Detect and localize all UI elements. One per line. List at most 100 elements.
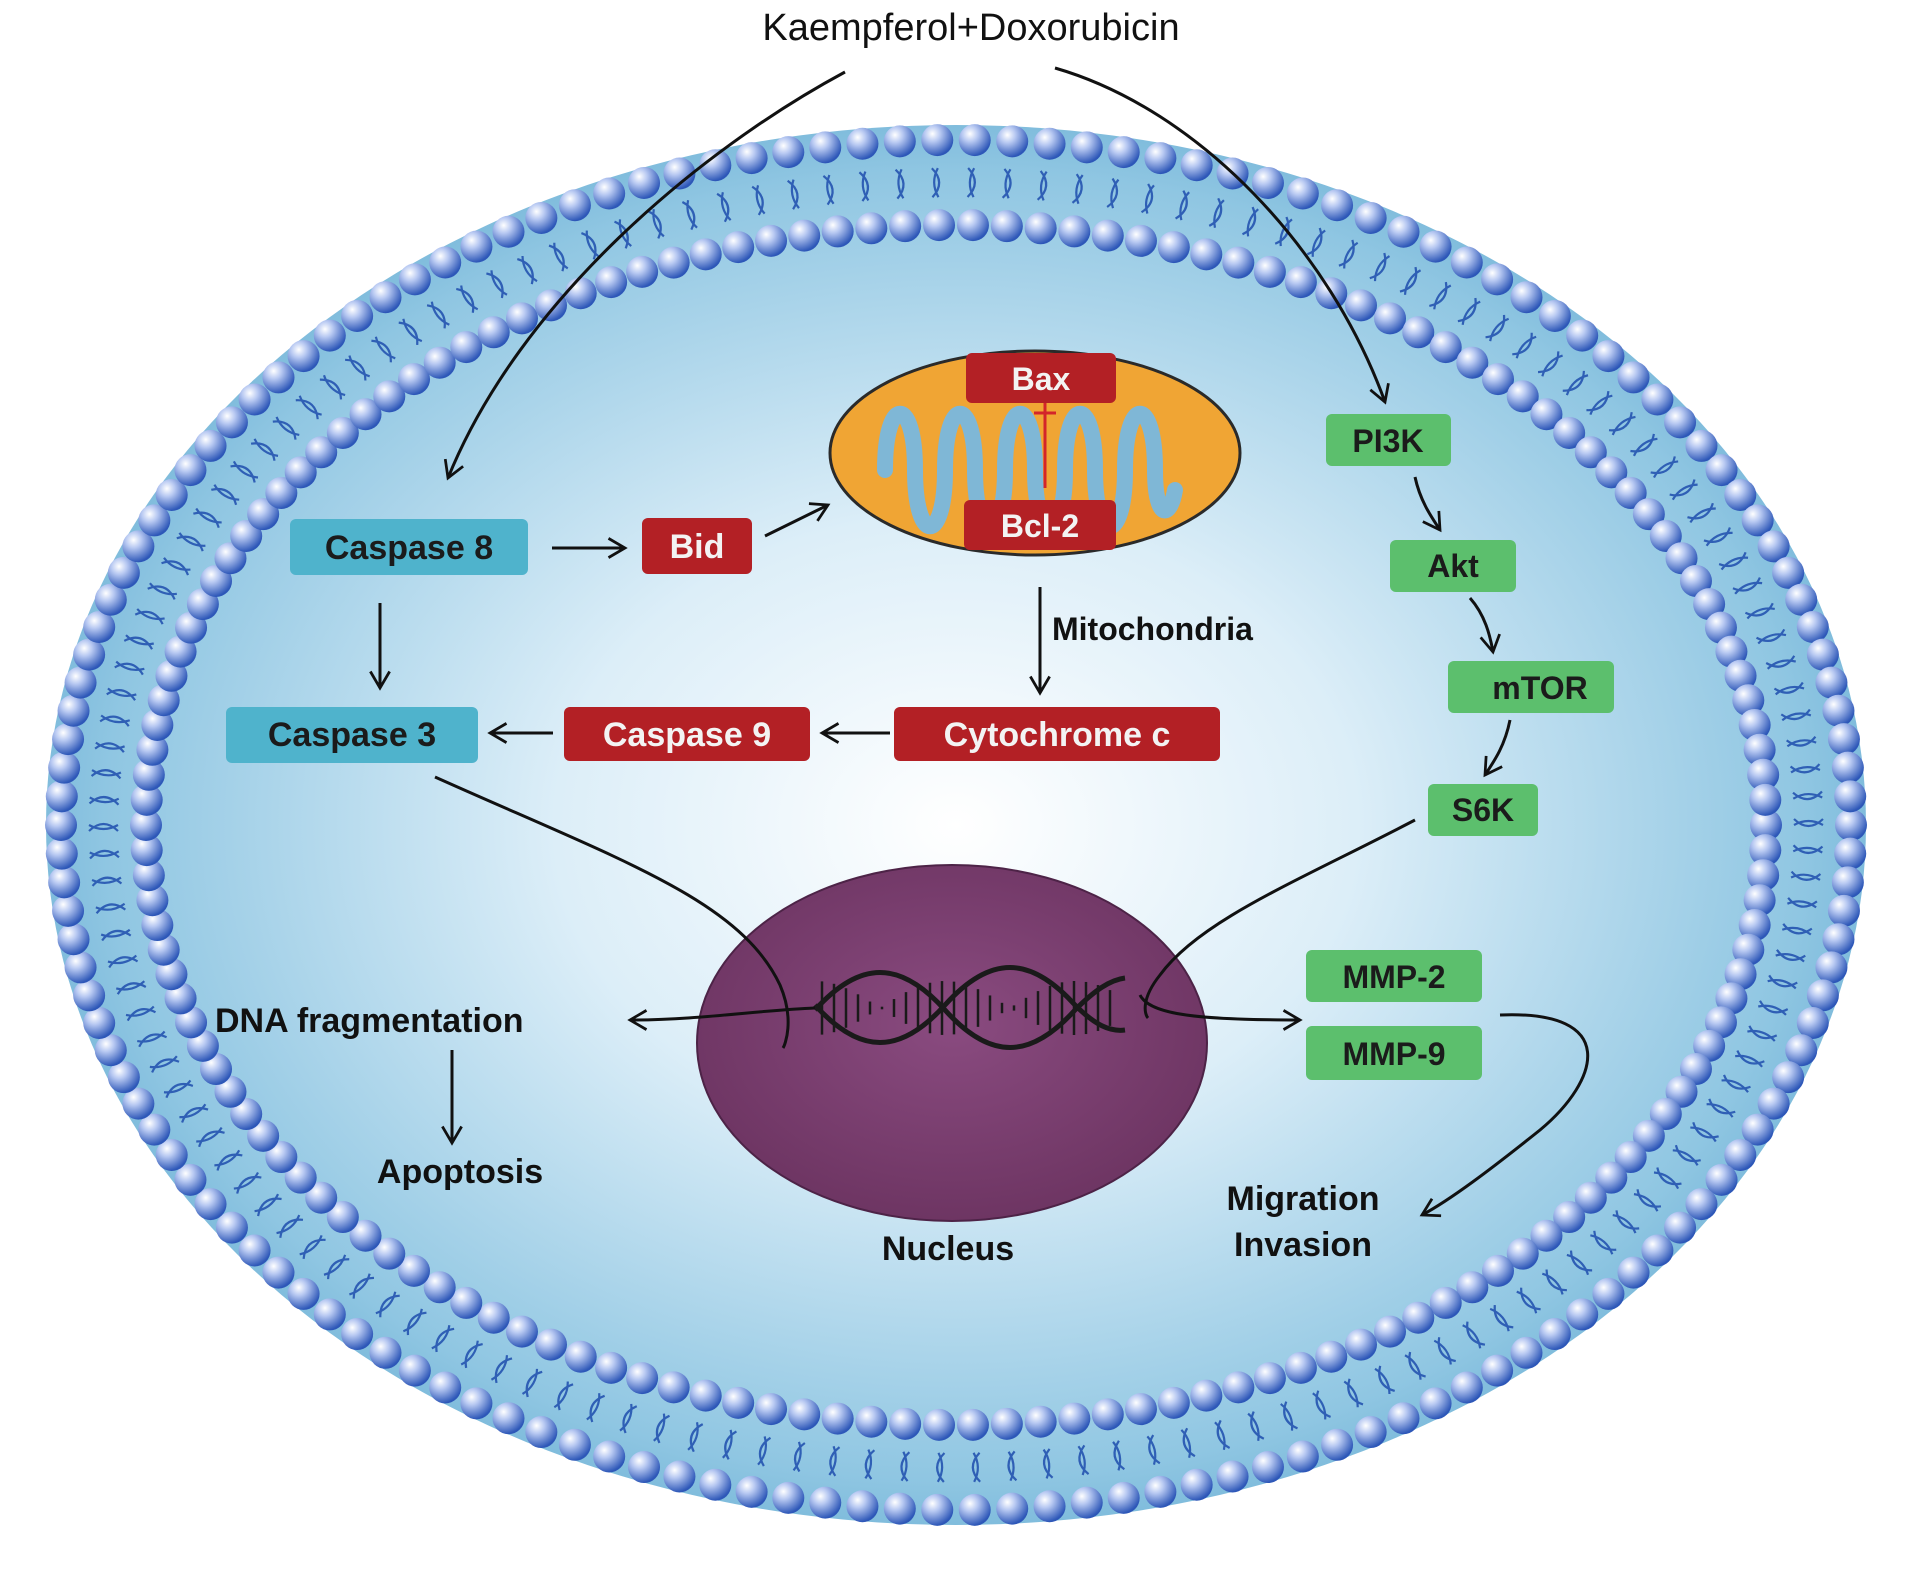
lipid-head — [1506, 1237, 1539, 1270]
lipid-head — [1456, 1271, 1489, 1304]
lipid-tail — [1001, 168, 1012, 199]
label-migration: Migration — [1227, 1180, 1380, 1218]
lipid-tail — [100, 928, 131, 938]
lipid-tail — [490, 1355, 509, 1381]
lipid-tail — [456, 287, 475, 313]
lipid-head — [821, 1402, 854, 1435]
lipid-head — [1741, 1113, 1774, 1146]
lipid-head — [1822, 694, 1855, 727]
lipid-tail — [792, 1441, 802, 1472]
lipid-head — [846, 127, 879, 160]
lipid-head — [107, 1061, 140, 1094]
lipid-tail — [1755, 628, 1786, 642]
lipid-head — [287, 340, 320, 373]
lipid-tail — [125, 634, 154, 646]
lipid-tail — [1373, 255, 1391, 282]
lipid-tail — [858, 171, 869, 202]
lipid-tail — [1793, 818, 1824, 828]
lipid-head — [423, 1271, 456, 1304]
lipid-tail — [1283, 1401, 1298, 1430]
lipid-tail — [1636, 1189, 1662, 1208]
cell-body — [46, 125, 1866, 1525]
lipid-tail — [686, 199, 698, 229]
lipid-head — [460, 230, 493, 263]
lipid-head — [990, 210, 1023, 243]
lipid-tail — [1537, 351, 1560, 374]
lipid-head — [64, 951, 97, 984]
lipid-tail — [1106, 177, 1119, 208]
lipid-head — [1743, 884, 1776, 917]
lipid-head — [1180, 1468, 1213, 1501]
lipid-tail — [1765, 655, 1796, 668]
lipid-head — [821, 215, 854, 248]
lipid-tail — [89, 796, 120, 804]
lipid-tail — [163, 557, 191, 571]
lipid-head — [1124, 224, 1157, 257]
lipid-tail — [1408, 1351, 1426, 1378]
lipid-head — [525, 1416, 558, 1449]
lipid-head — [1617, 361, 1650, 394]
lipid-tail — [91, 769, 122, 777]
node-mmp2: MMP-2 — [1306, 950, 1482, 1002]
lipid-head — [1180, 149, 1213, 182]
lipid-head — [595, 266, 628, 299]
lipid-head — [230, 519, 263, 552]
lipid-head — [1144, 1475, 1177, 1508]
lipid-tail — [348, 355, 371, 378]
lipid-tail — [936, 1452, 946, 1483]
lipid-tail — [720, 191, 732, 221]
lipid-tail — [181, 1107, 209, 1123]
lipid-head — [265, 476, 298, 509]
arrow-bid-to-mitochondrion — [764, 502, 831, 538]
lipid-tail — [1781, 926, 1812, 936]
lipid-tail — [786, 179, 799, 210]
lipid-head — [1679, 564, 1712, 597]
lipid-head — [1253, 1362, 1286, 1395]
lipid-tail — [123, 636, 153, 650]
lipid-head — [1144, 142, 1177, 175]
lipid-head — [460, 1387, 493, 1420]
lipid-head — [699, 1468, 732, 1501]
lipid-tail — [822, 175, 834, 206]
lipid-head — [477, 1301, 510, 1334]
lipid-tail — [435, 1327, 455, 1353]
lipid-tail — [647, 210, 662, 239]
lipid-head — [772, 136, 805, 169]
lipid-tail — [95, 741, 126, 750]
lipid-tail — [1077, 1445, 1086, 1476]
lipid-tail — [971, 1451, 981, 1483]
lipid-head — [1321, 1428, 1354, 1461]
arrow-pi3k-to-akt — [1413, 476, 1442, 533]
lipid-tail — [1747, 1029, 1776, 1042]
dna-helix-icon — [813, 965, 1126, 1050]
lipid-tail — [89, 850, 120, 858]
lipid-head — [492, 1402, 525, 1435]
lipid-tail — [95, 903, 127, 915]
lipid-head — [657, 246, 690, 279]
lipid-head — [595, 1351, 628, 1384]
lipid-tail — [1075, 174, 1084, 205]
lipid-tail — [101, 929, 132, 942]
lipid-head — [186, 1029, 219, 1062]
lipid-head — [1592, 340, 1625, 373]
lipid-head — [1685, 429, 1718, 462]
lipid-tail — [1566, 1253, 1590, 1276]
lipid-head — [1806, 638, 1839, 671]
lipid-tail — [323, 1254, 347, 1276]
lipid-head — [1815, 666, 1848, 699]
lipid-tail — [1692, 1121, 1719, 1139]
lipid-tail — [115, 980, 146, 991]
lipid-tail — [557, 1383, 574, 1411]
lipid-tail — [253, 438, 279, 457]
lipid-head — [1157, 231, 1190, 264]
lipid-tail — [1039, 170, 1048, 201]
lipid-tail — [1378, 1365, 1396, 1393]
lipid-tail — [1113, 1440, 1126, 1471]
arrow-drug-to-caspase8 — [443, 70, 846, 481]
node-bid-label: Bid — [670, 528, 725, 566]
lipid-tail — [1489, 1307, 1510, 1332]
lipid-head — [215, 406, 248, 439]
lipid-head — [1251, 166, 1284, 199]
lipid-tail — [751, 185, 764, 216]
lipid-tail — [1429, 281, 1448, 307]
